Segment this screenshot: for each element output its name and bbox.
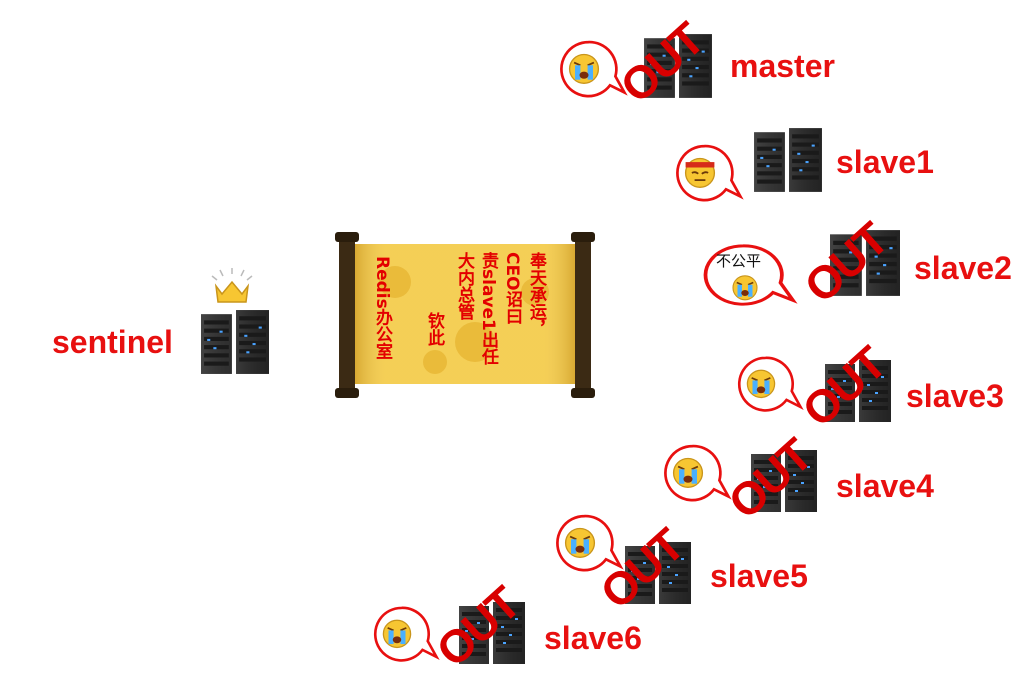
edict-line-3: 责slave1出任 <box>478 252 498 365</box>
crying-face-icon <box>744 366 778 400</box>
crying-face-icon <box>380 616 414 650</box>
edict-line-4: 大内总管 <box>454 252 474 320</box>
unfair-speech-text: 不公平 <box>716 252 762 270</box>
sentinel-label: sentinel <box>52 324 173 360</box>
edict-line-1: 奉天承运， <box>526 252 546 337</box>
edict-line-2: CEO诏曰 <box>502 252 522 325</box>
crying-face-icon <box>566 50 602 86</box>
crying-face-icon <box>562 524 598 560</box>
slave1-label: slave1 <box>836 144 934 180</box>
slave1-server-icon <box>752 126 824 194</box>
slave3-label: slave3 <box>906 378 1004 414</box>
sentinel-server-icon <box>198 308 272 376</box>
scroll-graphic <box>335 232 595 398</box>
slave2-label: slave2 <box>914 250 1012 286</box>
crying-face-icon <box>730 272 760 302</box>
slave5-label: slave5 <box>710 558 808 594</box>
edict-line-5: 钦此 <box>424 312 444 346</box>
ninja-face-icon <box>684 157 716 188</box>
edict-scroll-icon: 奉天承运， CEO诏曰 责slave1出任 大内总管 钦此 Redis办公室 <box>325 232 605 398</box>
slave6-label: slave6 <box>544 620 642 656</box>
master-label: master <box>730 48 835 84</box>
edict-line-6: Redis办公室 <box>372 256 392 360</box>
crying-face-icon <box>670 454 706 490</box>
crown-icon <box>211 268 253 303</box>
slave4-label: slave4 <box>836 468 934 504</box>
